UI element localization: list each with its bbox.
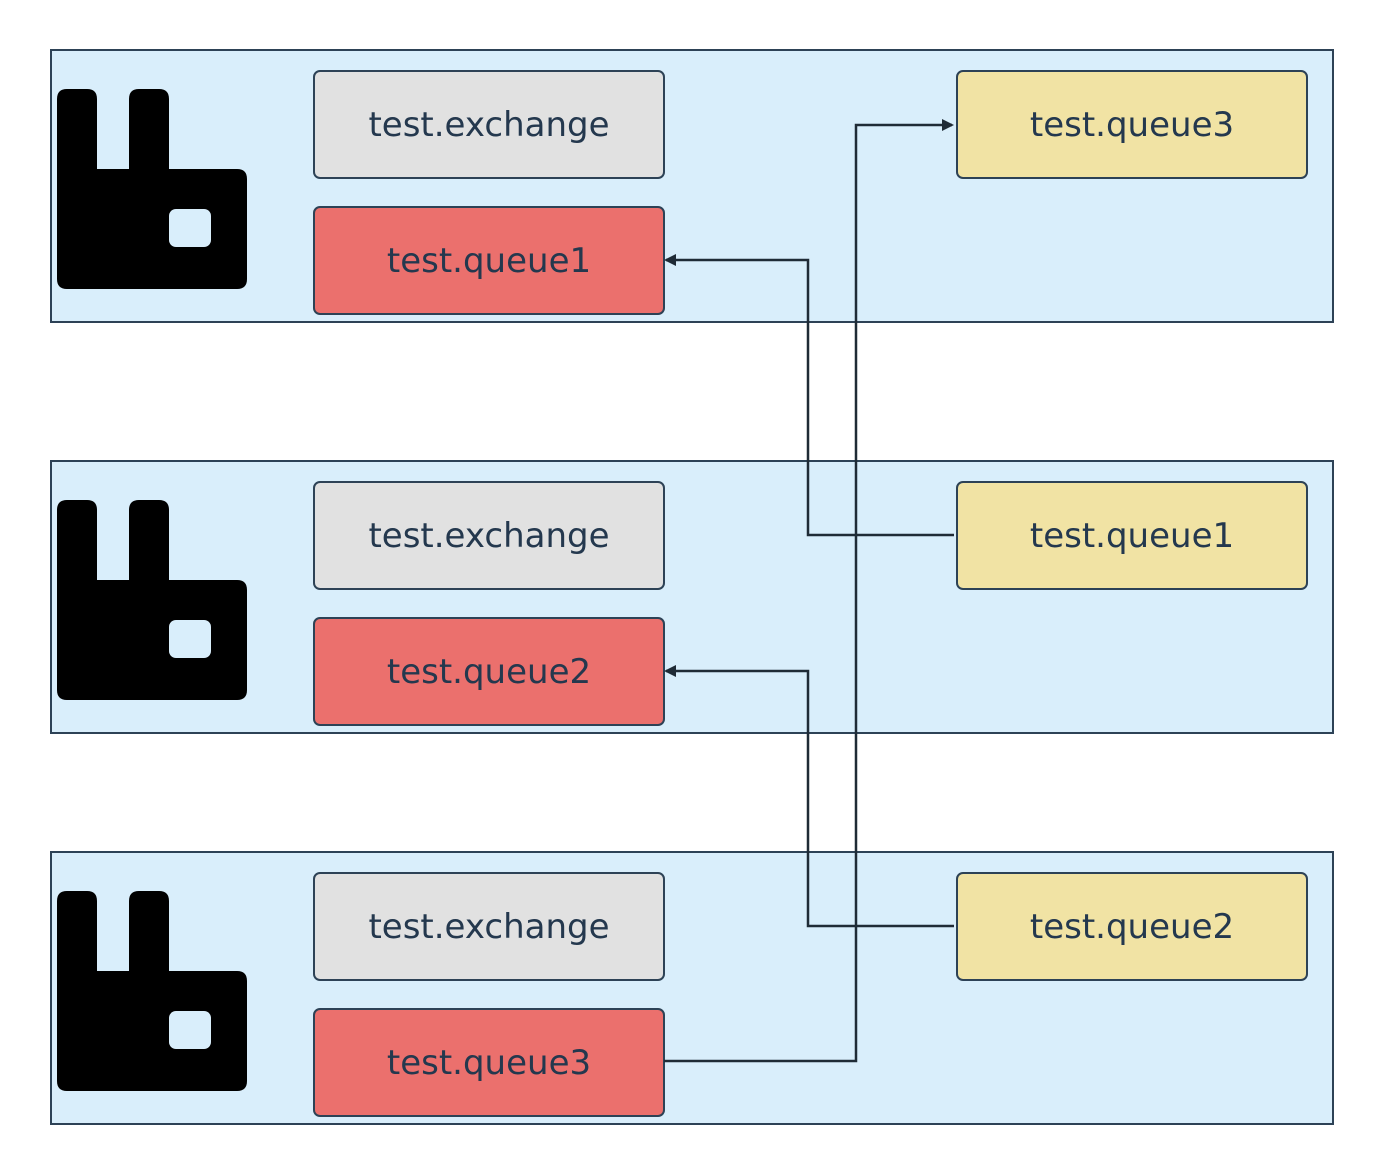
queue-box[interactable]: test.queue1	[956, 481, 1308, 590]
node-panel-1: test.exchange test.queue1 test.queue3	[50, 49, 1334, 323]
exchange-box[interactable]: test.exchange	[313, 70, 665, 179]
rabbitmq-logo-icon	[57, 500, 247, 700]
exchange-box[interactable]: test.exchange	[313, 872, 665, 981]
exchange-box[interactable]: test.exchange	[313, 481, 665, 590]
mirror-queue-box[interactable]: test.queue3	[313, 1008, 665, 1117]
mirror-queue-box[interactable]: test.queue2	[313, 617, 665, 726]
rabbitmq-logo-icon	[57, 891, 247, 1091]
mirror-queue-box[interactable]: test.queue1	[313, 206, 665, 315]
queue-box[interactable]: test.queue2	[956, 872, 1308, 981]
rabbitmq-logo-icon	[57, 89, 247, 289]
node-panel-2: test.exchange test.queue2 test.queue1	[50, 460, 1334, 734]
node-panel-3: test.exchange test.queue3 test.queue2	[50, 851, 1334, 1125]
queue-box[interactable]: test.queue3	[956, 70, 1308, 179]
